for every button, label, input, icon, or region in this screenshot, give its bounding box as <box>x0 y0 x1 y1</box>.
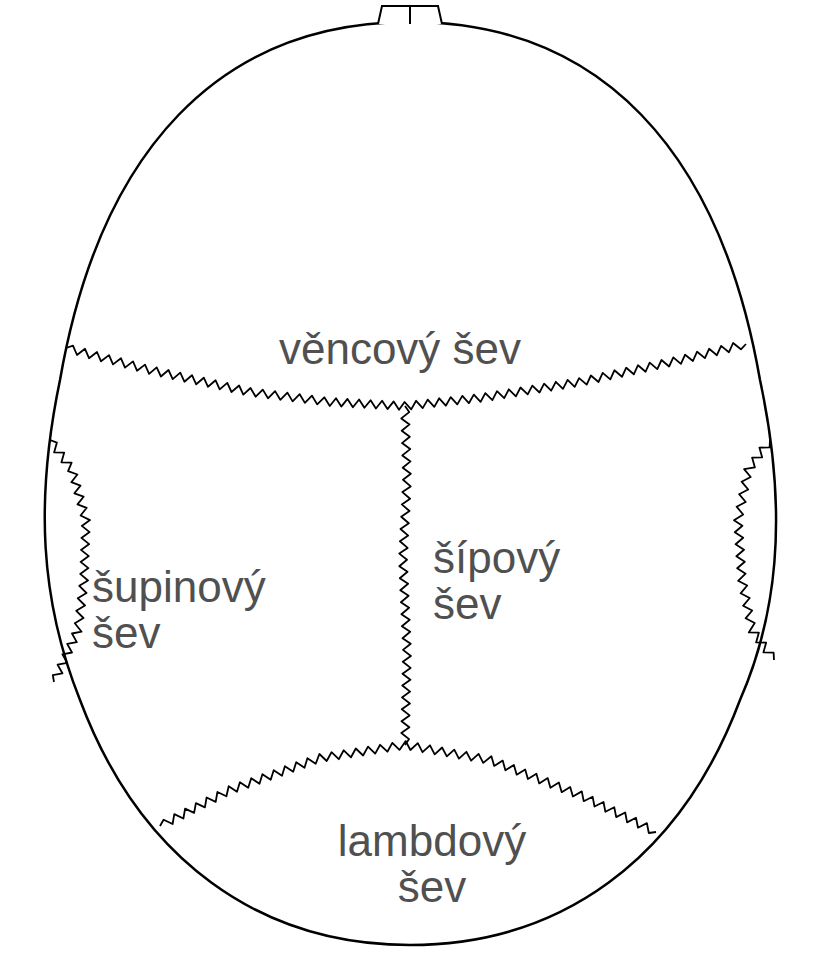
squamous-suture-left <box>50 440 90 682</box>
squamous-suture-right <box>734 440 774 660</box>
suture-label: věncový šev <box>220 326 580 372</box>
nasal-bone <box>378 6 442 24</box>
suture-lines <box>50 343 774 833</box>
suture-label: šípový šev <box>433 535 598 627</box>
suture-label: lambdový šev <box>312 818 552 910</box>
suture-label: šupinový šev <box>92 564 322 656</box>
skull-outline <box>45 22 776 945</box>
nasal-midline <box>409 6 411 24</box>
sagittal-suture <box>399 406 411 745</box>
